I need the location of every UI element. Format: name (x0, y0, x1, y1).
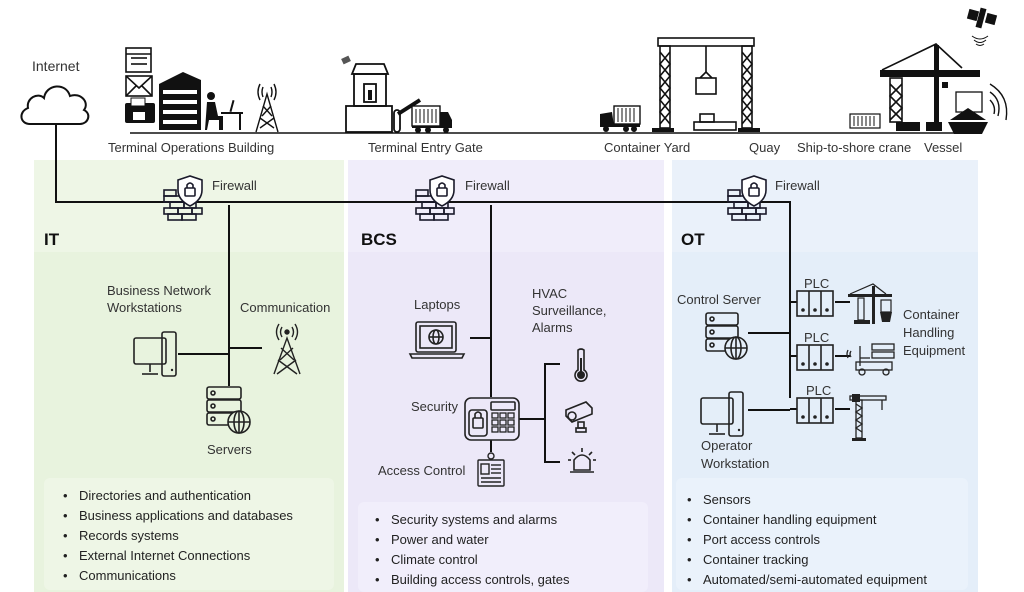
location-label-vessel: Vessel (924, 140, 963, 155)
it-bullet-item: Communications (60, 566, 293, 586)
operator-workstation-icon (700, 391, 744, 437)
location-label-container-yard: Container Yard (604, 140, 691, 155)
it-firewall-icon (163, 175, 203, 221)
mail-icon (125, 75, 153, 97)
plc-2-icon (796, 344, 834, 371)
container-yard-icon (600, 37, 760, 132)
it-bullet-item: Records systems (60, 526, 293, 546)
location-label-terminal-operations-building: Terminal Operations Building (108, 140, 275, 155)
gantry-crane-icon (657, 37, 755, 131)
terminal-entry-gate-icon (341, 55, 452, 133)
bcs-zone-title: BCS (361, 230, 397, 249)
desktop-workstation-icon (133, 331, 177, 377)
it-bullet-item: Directories and authentication (60, 486, 293, 506)
ot-plc-label-1: PLC (804, 276, 830, 291)
ot-plc-label-3: PLC (806, 383, 832, 398)
thermometer-icon (574, 348, 588, 382)
ot-zone-title: OT (681, 230, 705, 249)
ot-plc-label-2: PLC (804, 330, 830, 345)
gate-barrier-icon (393, 109, 401, 133)
terminal-operations-building-icon (125, 47, 279, 133)
communication-tower-icon (273, 323, 301, 375)
bcs-bullet-item: Building access controls, gates (372, 570, 569, 590)
it-zone-title: IT (44, 230, 60, 249)
bcs-zone-header-band (348, 160, 664, 252)
sts-crane-equipment-icon (848, 283, 892, 324)
calendar-icon (125, 47, 152, 73)
bcs-hvac-label-line1: HVAC (532, 286, 568, 301)
ot-che-label-line3: Equipment (903, 343, 966, 358)
id-badge-icon (477, 452, 505, 487)
ot-bullet-item: Port access controls (684, 530, 927, 550)
it-bullet-item: Business applications and databases (60, 506, 293, 526)
bcs-laptops-label: Laptops (414, 297, 461, 312)
internet-label: Internet (32, 58, 80, 74)
ot-che-label-line2: Handling (903, 325, 955, 340)
ot-che-label-line1: Container (903, 307, 960, 322)
reach-stacker-icon (846, 343, 895, 376)
ot-bullet-list: Sensors Container handling equipment Por… (684, 490, 927, 590)
plc-3-icon (796, 397, 834, 424)
ship-to-shore-crane-icon (849, 7, 1008, 134)
location-label-quay: Quay (749, 140, 781, 155)
ot-firewall-label: Firewall (775, 178, 820, 193)
bcs-bullet-item: Climate control (372, 550, 569, 570)
bcs-sensor-bus (544, 363, 560, 463)
ot-operator-label-line1: Operator (701, 438, 753, 453)
control-server-icon (705, 312, 748, 360)
bcs-hvac-label-line2: Surveillance, (532, 303, 607, 318)
location-label-terminal-entry-gate: Terminal Entry Gate (368, 140, 483, 155)
location-label-ship-to-shore-crane: Ship-to-shore crane (797, 140, 912, 155)
ot-bullet-item: Automated/semi-automated equipment (684, 570, 927, 590)
ot-bullet-item: Container handling equipment (684, 510, 927, 530)
bcs-bullet-list: Security systems and alarms Power and wa… (372, 510, 569, 590)
radio-tower-icon (255, 83, 279, 133)
bcs-bullet-item: Power and water (372, 530, 569, 550)
worker-icon (207, 92, 215, 100)
ot-bullet-item: Container tracking (684, 550, 927, 570)
truck-icon (411, 105, 452, 133)
surveillance-camera-icon (565, 401, 593, 433)
it-workstations-label-line1: Business Network (107, 283, 212, 298)
ot-zone-header-band (672, 160, 978, 252)
laptop-icon (408, 321, 466, 359)
it-workstations-label-line2: Workstations (107, 300, 182, 315)
bcs-firewall-icon (415, 175, 455, 221)
ot-control-server-label: Control Server (677, 292, 761, 307)
alarm-light-icon (568, 448, 596, 473)
guard-booth-icon (350, 63, 390, 75)
ot-operator-label-line2: Workstation (701, 456, 770, 471)
yard-truck-icon (600, 105, 641, 132)
security-keypad-icon (464, 397, 520, 441)
bcs-bullet-item: Security systems and alarms (372, 510, 569, 530)
it-firewall-label: Firewall (212, 178, 257, 193)
bcs-firewall-label: Firewall (465, 178, 510, 193)
it-servers-label: Servers (207, 442, 252, 457)
vessel-icon (942, 82, 1008, 134)
internet-cloud-icon (20, 85, 90, 125)
it-communication-label: Communication (240, 300, 331, 315)
it-bullet-list: Directories and authentication Business … (60, 486, 293, 586)
ot-bullet-item: Sensors (684, 490, 927, 510)
bcs-hvac-label-line3: Alarms (532, 320, 573, 335)
bcs-access-control-label: Access Control (378, 463, 466, 478)
plc-1-icon (796, 290, 834, 317)
it-bullet-item: External Internet Connections (60, 546, 293, 566)
ot-firewall-icon (727, 175, 767, 221)
tower-crane-icon (849, 394, 887, 441)
bcs-security-label: Security (411, 399, 458, 414)
servers-icon (206, 386, 251, 434)
satellite-icon (966, 7, 998, 46)
